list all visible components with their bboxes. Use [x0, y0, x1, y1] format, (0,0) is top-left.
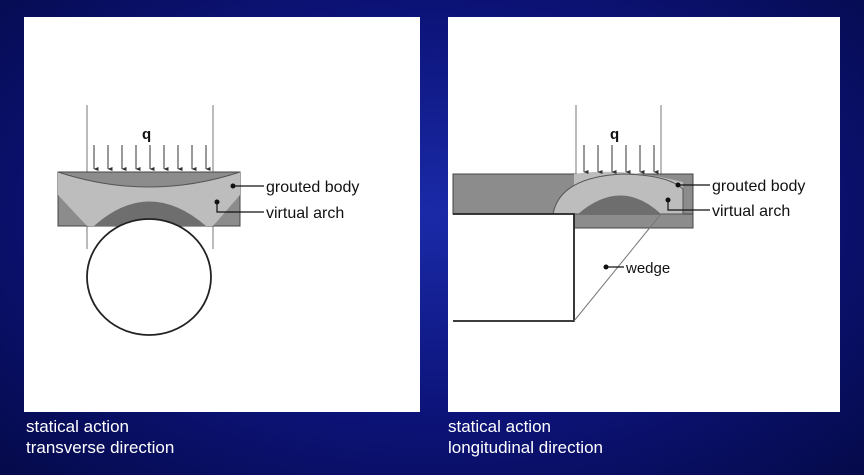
tunnel-face-outline: [453, 213, 575, 322]
caption-line-1: statical action: [26, 417, 129, 436]
load-symbol-q: q: [610, 126, 619, 143]
caption-transverse: statical action transverse direction: [26, 416, 174, 458]
load-symbol-q: q: [142, 126, 151, 143]
label-virtual-arch: virtual arch: [712, 203, 790, 220]
longitudinal-diagram: q grouted body virtual arch wedge: [452, 105, 805, 322]
grouted-body-lower: [573, 213, 694, 229]
tunnel-cross-section: [86, 218, 212, 336]
label-grouted-body: grouted body: [712, 178, 805, 195]
virtual-arch: [578, 195, 661, 214]
transverse-diagram-panel: q grouted body virtual arch: [24, 17, 420, 412]
caption-longitudinal: statical action longitudinal direction: [448, 416, 603, 458]
load-arrows: [583, 145, 659, 174]
load-arrows: [93, 145, 211, 171]
caption-line-1: statical action: [448, 417, 551, 436]
caption-line-2: longitudinal direction: [448, 438, 603, 457]
label-wedge: wedge: [625, 260, 670, 277]
label-grouted-body: grouted body: [266, 179, 359, 196]
caption-line-2: transverse direction: [26, 438, 175, 457]
label-virtual-arch: virtual arch: [266, 205, 344, 222]
transverse-diagram: q grouted body virtual arch: [57, 105, 359, 336]
compression-zone: [58, 172, 240, 226]
longitudinal-diagram-panel: q grouted body virtual arch wedge: [448, 17, 840, 412]
virtual-arch: [94, 201, 206, 226]
